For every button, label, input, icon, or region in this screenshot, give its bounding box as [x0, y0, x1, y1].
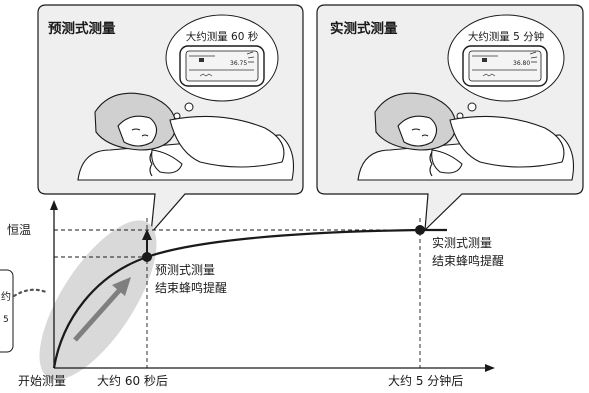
- note-line: 实测式测量: [432, 235, 492, 250]
- thought-bubble: 大约测量 60 秒 36.75: [165, 14, 279, 126]
- thermometer-display-icon: 36.75: [179, 45, 265, 87]
- axes: [50, 200, 495, 372]
- thought-text: 大约测量 60 秒: [186, 30, 259, 43]
- side-note-text: 约: [1, 290, 11, 303]
- panel-title: 预测式测量: [48, 20, 116, 37]
- rise-arrow: [73, 277, 131, 342]
- actual-end-note: 实测式测量 结束蜂鸣提醒: [432, 235, 504, 268]
- actual-end-marker: [415, 225, 425, 235]
- sleeping-person-illustration: [77, 92, 295, 181]
- dotted-connector: [12, 288, 48, 298]
- predictive-end-marker: [142, 252, 152, 262]
- x-label-start: 开始测量: [18, 374, 66, 388]
- note-line: 结束蜂鸣提醒: [432, 253, 504, 268]
- thought-text: 大约测量 5 分钟: [468, 30, 544, 43]
- x-label-predict: 大约 60 秒后: [97, 373, 168, 388]
- temperature-graph: 恒温 预测式测量 结束蜂鸣提醒 实测式测量 结束蜂鸣提醒 开始测量 大约 60 …: [0, 200, 504, 388]
- prediction-region: [39, 220, 157, 380]
- side-note-text: 5: [3, 315, 9, 325]
- panel-title: 实测式测量: [330, 20, 398, 37]
- x-label-actual: 大约 5 分钟后: [388, 373, 463, 388]
- actual-panel: 实测式测量 大约测量 5 分钟 36.80: [316, 4, 584, 232]
- note-line: 预测式测量: [155, 263, 215, 277]
- temperature-curve: [52, 228, 447, 369]
- predictive-panel: 预测式测量 大约测量 60 秒 36.75: [37, 4, 304, 235]
- predictive-end-note: 预测式测量 结束蜂鸣提醒: [155, 263, 227, 295]
- note-line: 结束蜂鸣提醒: [155, 280, 227, 295]
- display-readout: 36.80: [513, 60, 530, 67]
- display-readout: 36.75: [230, 60, 247, 67]
- side-note: 约 5: [0, 269, 48, 353]
- sleeping-person-illustration: [357, 92, 575, 181]
- thermometer-display-icon: 36.80: [462, 45, 548, 87]
- thought-bubble: 大约测量 5 分钟 36.80: [447, 14, 565, 126]
- y-axis-label: 恒温: [7, 223, 31, 237]
